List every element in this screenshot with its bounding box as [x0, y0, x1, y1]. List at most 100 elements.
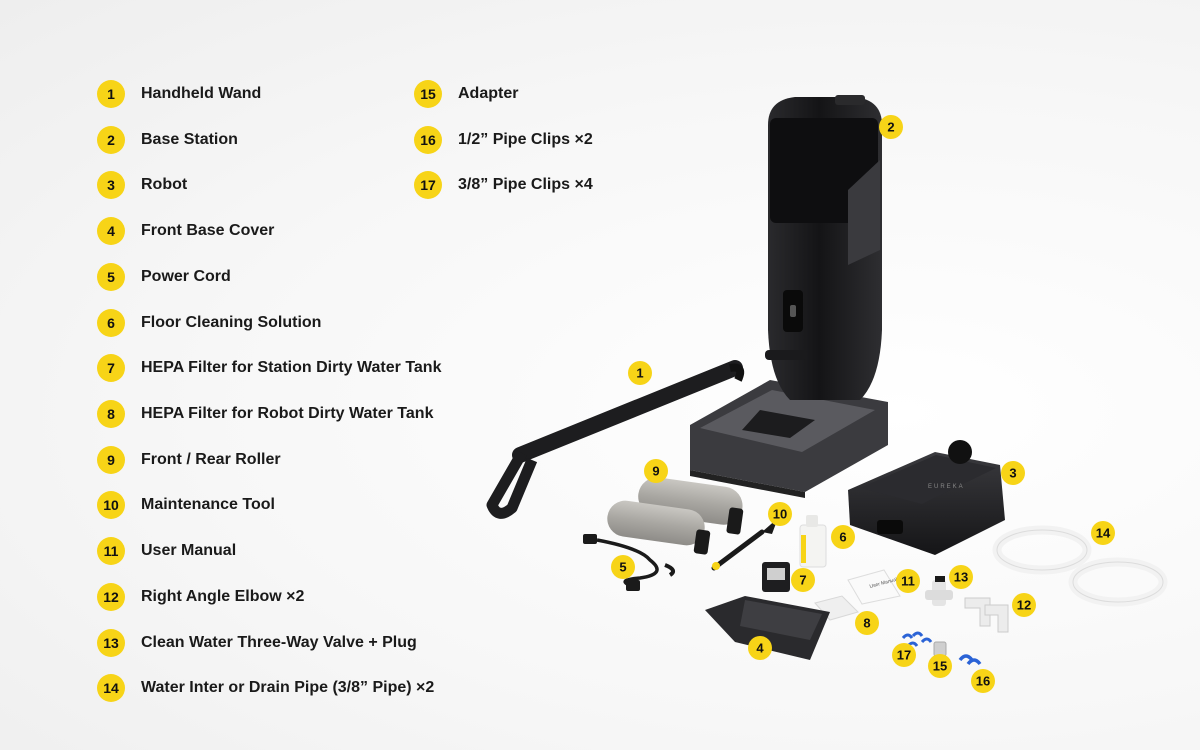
- legend-badge: 6: [97, 309, 125, 337]
- front-rear-rollers: [607, 477, 744, 555]
- legend-item-15: 15 Adapter: [414, 79, 518, 109]
- legend-label: Adapter: [458, 85, 519, 102]
- legend-label: 1/2” Pipe Clips ×2: [458, 131, 593, 148]
- legend-label: 3/8” Pipe Clips ×4: [458, 176, 593, 193]
- legend-item-3: 3 Robot: [97, 170, 187, 200]
- legend-label: Front / Rear Roller: [141, 451, 281, 468]
- cleaning-solution-bottle: [799, 515, 827, 568]
- legend-badge: 15: [414, 80, 442, 108]
- callout-5: 5: [611, 555, 635, 579]
- callout-2-text: 2: [887, 120, 894, 135]
- pipe-clips-3-8: [901, 631, 933, 648]
- robot-unit: EUREKA: [848, 440, 1005, 555]
- callout-7-text: 7: [799, 573, 806, 588]
- legend-badge: 10: [97, 491, 125, 519]
- callout-3-text: 3: [1009, 466, 1016, 481]
- callout-15-text: 15: [933, 659, 947, 674]
- legend-item-5: 5 Power Cord: [97, 262, 231, 292]
- legend-label: HEPA Filter for Robot Dirty Water Tank: [141, 405, 434, 422]
- legend-badge: 17: [414, 171, 442, 199]
- legend-item-10: 10 Maintenance Tool: [97, 490, 275, 520]
- callout-1: 1: [628, 361, 652, 385]
- right-angle-elbows: [964, 597, 1009, 633]
- legend-label: Front Base Cover: [141, 222, 275, 239]
- callout-7: 7: [791, 568, 815, 592]
- legend-label: Clean Water Three-Way Valve + Plug: [141, 634, 417, 651]
- callout-3: 3: [1001, 461, 1025, 485]
- front-base-cover: [705, 596, 830, 660]
- callout-11: 11: [896, 569, 920, 593]
- adapter-fitting: [933, 641, 947, 657]
- callout-10: 10: [768, 502, 792, 526]
- legend-badge: 16: [414, 126, 442, 154]
- hepa-filter-station: [762, 562, 790, 592]
- callout-5-text: 5: [619, 560, 626, 575]
- callout-16-text: 16: [976, 674, 990, 689]
- legend-badge: 2: [97, 126, 125, 154]
- legend-label: Floor Cleaning Solution: [141, 314, 322, 331]
- legend-label: HEPA Filter for Station Dirty Water Tank: [141, 359, 442, 376]
- legend-badge: 9: [97, 446, 125, 474]
- pipe-clips-1-2: [958, 654, 982, 666]
- legend-item-14: 14 Water Inter or Drain Pipe (3/8” Pipe)…: [97, 673, 434, 703]
- callout-9: 9: [644, 459, 668, 483]
- legend-badge: 3: [97, 171, 125, 199]
- legend-item-13: 13 Clean Water Three-Way Valve + Plug: [97, 628, 417, 658]
- legend-label: Base Station: [141, 131, 238, 148]
- legend-item-12: 12 Right Angle Elbow ×2: [97, 582, 304, 612]
- callout-15: 15: [928, 654, 952, 678]
- legend-label: Handheld Wand: [141, 85, 262, 102]
- user-manual-booklet: User Manual: [847, 569, 901, 605]
- callout-8-text: 8: [863, 616, 870, 631]
- callout-12-text: 12: [1017, 598, 1031, 613]
- power-cord: [583, 534, 675, 591]
- legend-label: Maintenance Tool: [141, 496, 275, 513]
- legend-label: Water Inter or Drain Pipe (3/8” Pipe) ×2: [141, 679, 435, 696]
- legend-badge: 8: [97, 400, 125, 428]
- legend-item-4: 4 Front Base Cover: [97, 216, 274, 246]
- legend-badge: 14: [97, 674, 125, 702]
- callout-6-text: 6: [839, 530, 846, 545]
- callout-13: 13: [949, 565, 973, 589]
- callout-11-text: 11: [901, 574, 915, 589]
- callout-10-text: 10: [773, 507, 787, 522]
- legend-item-17: 17 3/8” Pipe Clips ×4: [414, 170, 593, 200]
- legend-badge: 5: [97, 263, 125, 291]
- legend-badge: 12: [97, 583, 125, 611]
- callout-9-text: 9: [652, 464, 659, 479]
- legend-badge: 1: [97, 80, 125, 108]
- callout-6: 6: [831, 525, 855, 549]
- callout-14: 14: [1091, 521, 1115, 545]
- callout-12: 12: [1012, 593, 1036, 617]
- base-station-tower: [765, 95, 882, 400]
- base-station-tray: [690, 380, 888, 498]
- callout-16: 16: [971, 669, 995, 693]
- callout-14-text: 14: [1096, 526, 1111, 541]
- legend-badge: 13: [97, 629, 125, 657]
- legend-badge: 4: [97, 217, 125, 245]
- callout-4: 4: [748, 636, 772, 660]
- robot-brand-mark: EUREKA: [928, 484, 965, 490]
- legend-item-9: 9 Front / Rear Roller: [97, 445, 281, 475]
- legend-item-11: 11 User Manual: [97, 536, 236, 566]
- callout-1-text: 1: [636, 366, 643, 381]
- legend-label: User Manual: [141, 542, 237, 559]
- legend-label: Right Angle Elbow ×2: [141, 588, 305, 605]
- legend-item-2: 2 Base Station: [97, 125, 238, 155]
- callout-4-text: 4: [756, 641, 764, 656]
- callout-13-text: 13: [954, 570, 968, 585]
- callout-8: 8: [855, 611, 879, 635]
- legend-item-6: 6 Floor Cleaning Solution: [97, 308, 321, 338]
- legend-badge: 11: [97, 537, 125, 565]
- legend-item-1: 1 Handheld Wand: [97, 79, 261, 109]
- callout-2: 2: [879, 115, 903, 139]
- legend-item-16: 16 1/2” Pipe Clips ×2: [414, 125, 593, 155]
- legend-label: Robot: [141, 176, 188, 193]
- callout-17: 17: [892, 643, 916, 667]
- drain-pipe-rings: [992, 525, 1168, 607]
- legend-label: Power Cord: [141, 268, 231, 285]
- handheld-wand: [486, 360, 745, 519]
- legend-item-7: 7 HEPA Filter for Station Dirty Water Ta…: [97, 353, 441, 383]
- callout-17-text: 17: [897, 648, 911, 663]
- legend-badge: 7: [97, 354, 125, 382]
